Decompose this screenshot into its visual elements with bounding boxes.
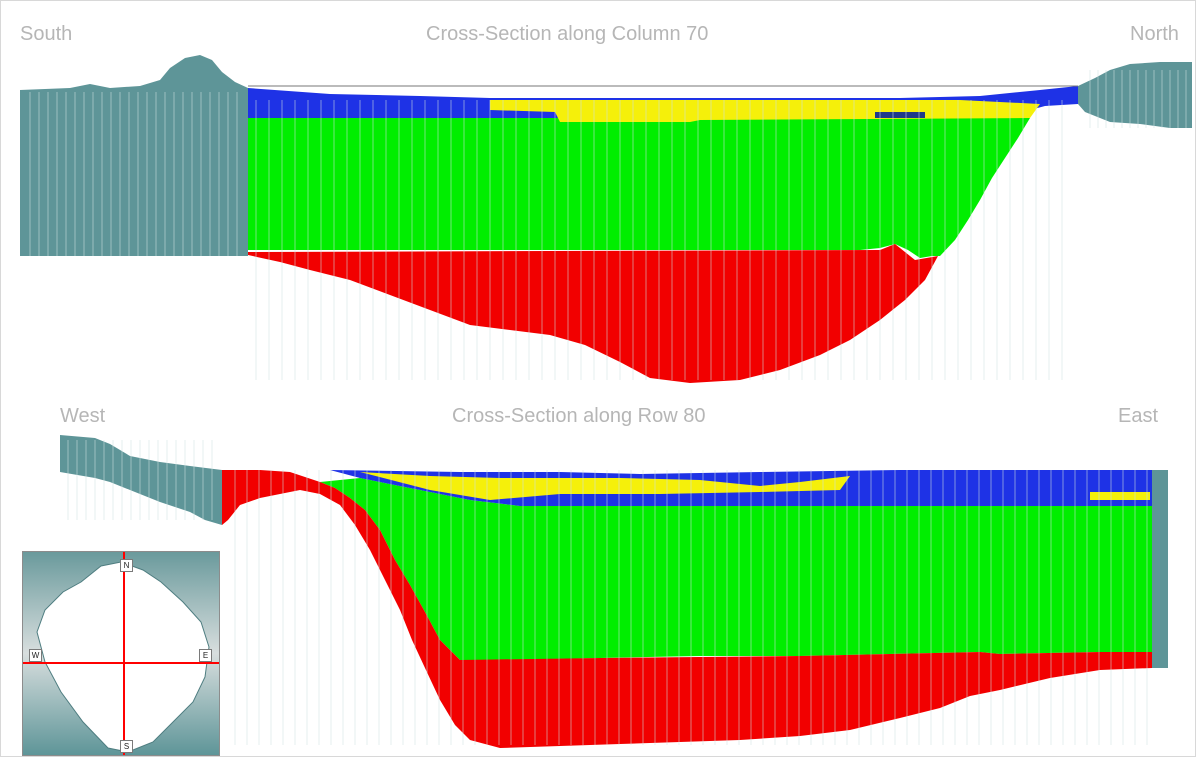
key-map-graphic <box>23 552 219 755</box>
west-marker: W <box>29 649 42 662</box>
column-red-layer <box>248 244 938 383</box>
section2-title: Cross-Section along Row 80 <box>452 405 706 427</box>
row-cross-section <box>60 435 1168 748</box>
south-marker: S <box>120 740 133 753</box>
column-dark-lens <box>875 112 925 118</box>
south-outside-block <box>20 55 248 256</box>
north-marker: N <box>120 559 133 572</box>
row-green-layer <box>320 478 1152 660</box>
section1-left-label: South <box>20 23 73 45</box>
north-outside-block <box>1078 62 1192 128</box>
section1-right-label: North <box>1130 23 1179 45</box>
section1-title: Cross-Section along Column 70 <box>426 23 709 45</box>
row-grid-lines <box>67 440 1148 745</box>
row-yellow-layer <box>360 472 850 500</box>
west-outside-block <box>60 435 222 525</box>
column-cross-section <box>20 55 1192 383</box>
east-outside-block <box>1152 470 1168 668</box>
section2-right-label: East <box>1118 405 1159 427</box>
column-green-layer <box>248 118 1030 258</box>
location-key-map[interactable]: N S W E <box>22 551 220 756</box>
east-marker: E <box>199 649 212 662</box>
column-grid-lines <box>29 70 1187 380</box>
section2-left-label: West <box>60 405 106 427</box>
